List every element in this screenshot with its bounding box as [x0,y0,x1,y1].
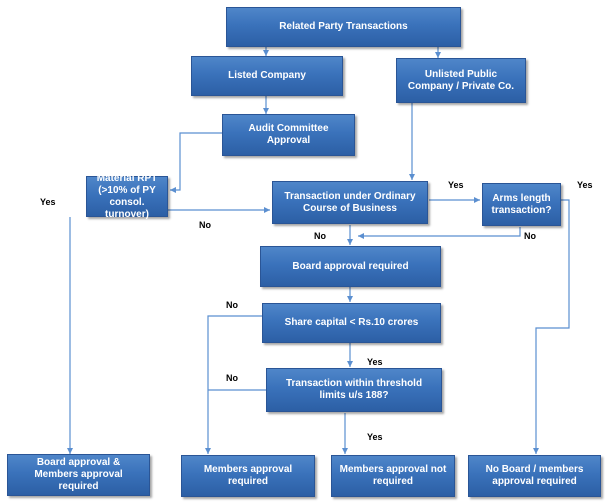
node-members-not-required: Members approval not required [331,455,455,497]
label-material-yes: Yes [40,197,56,207]
node-members-approval: Members approval required [181,455,315,497]
label-threshold-yes: Yes [367,432,383,442]
node-audit-committee: Audit Committee Approval [222,114,355,156]
node-share-capital: Share capital < Rs.10 crores [262,303,441,343]
label-arms-no: No [524,231,536,241]
node-arms-length: Arms length transaction? [482,183,561,226]
label-arms-yes: Yes [577,180,593,190]
node-board-approval: Board approval required [260,246,441,287]
node-material-rpt: Material RPT (>10% of PY consol. turnove… [86,173,168,220]
label-ordinary-no: No [314,231,326,241]
node-ordinary-course: Transaction under Ordinary Course of Bus… [272,181,428,224]
node-threshold: Transaction within threshold limits u/s … [266,368,442,412]
node-listed-company: Listed Company [191,56,343,96]
label-threshold-no: No [226,373,238,383]
label-share-no: No [226,300,238,310]
label-material-no: No [199,220,211,230]
node-board-members-approval: Board approval & Members approval requir… [7,454,150,496]
edge-audit-to-material [170,132,222,193]
node-unlisted-company: Unlisted Public Company / Private Co. [396,58,526,103]
edge-share-no [205,315,262,454]
node-no-board-members: No Board / members approval required [468,455,601,497]
node-related-party: Related Party Transactions [226,7,461,47]
edge-arms-no [358,227,521,239]
label-share-yes: Yes [367,357,383,367]
edge-arms-yes [533,199,570,454]
label-ordinary-yes: Yes [448,180,464,190]
